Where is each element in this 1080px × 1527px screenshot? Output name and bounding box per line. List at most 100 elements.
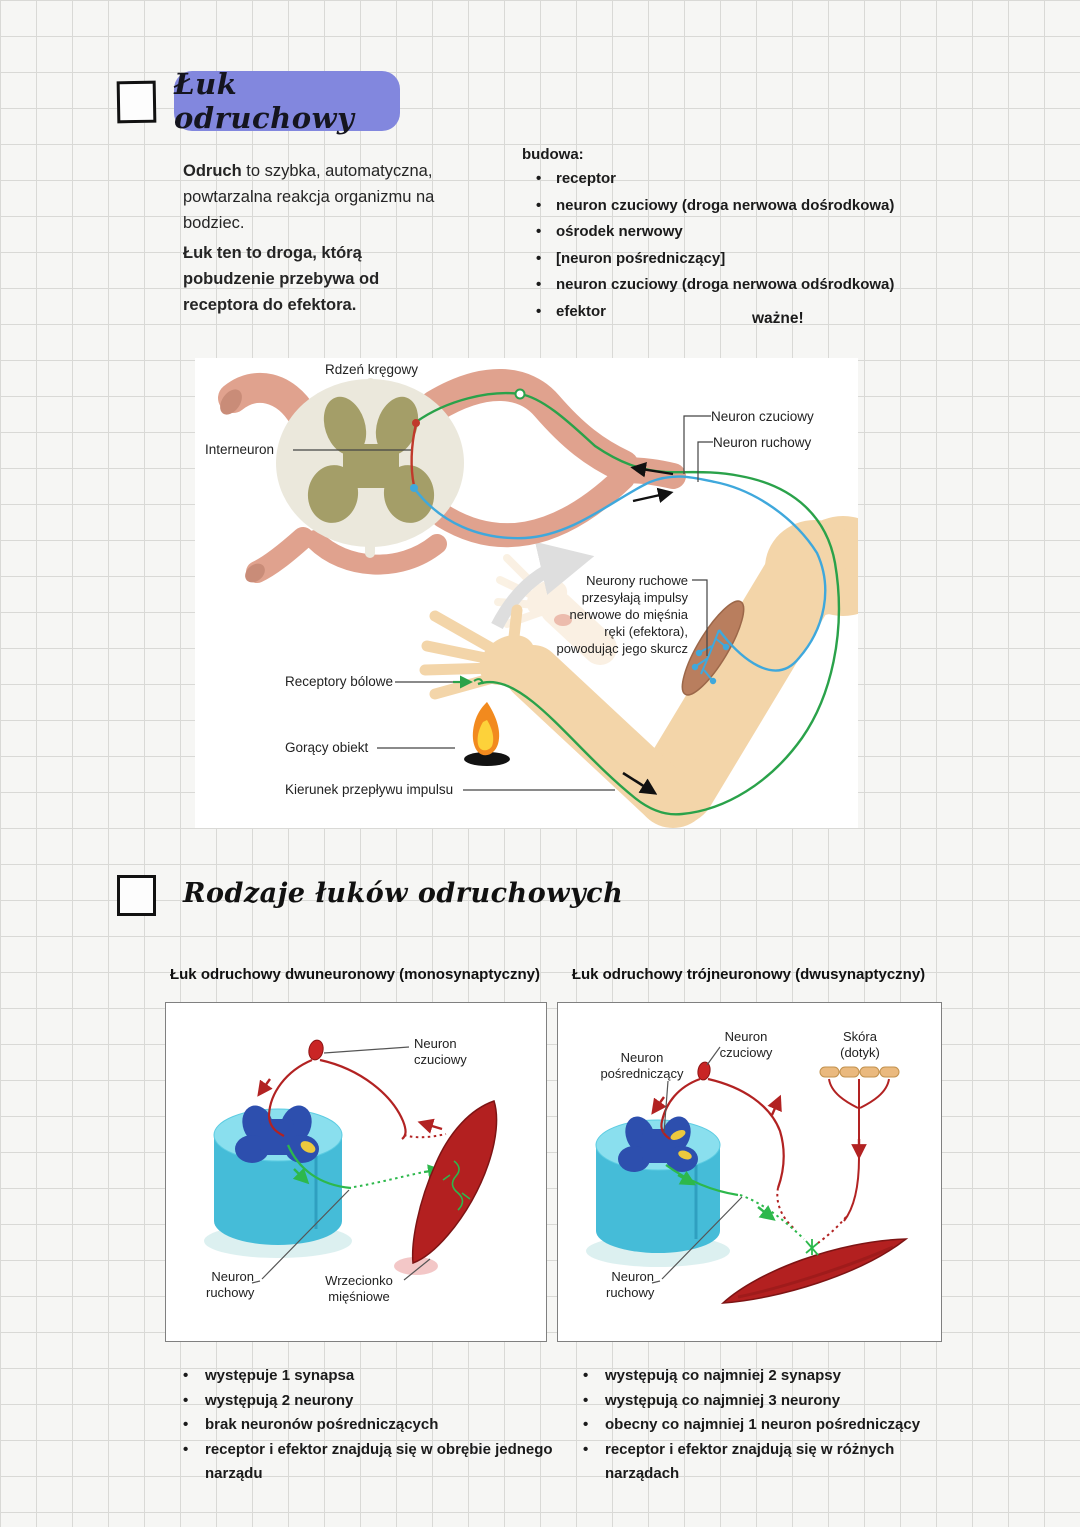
budowa-list: receptor neuron czuciowy (droga nerwowa … bbox=[522, 166, 952, 325]
label-neuron-czuciowy-3: Neuron czuciowy bbox=[719, 1029, 773, 1060]
nerve-root-cut bbox=[245, 563, 265, 583]
label-receptory-bolowe: Receptory bólowe bbox=[285, 674, 394, 689]
budowa-item: receptor bbox=[522, 166, 952, 193]
polysynaptic-artwork bbox=[586, 1046, 909, 1304]
motor-neuron-wire bbox=[413, 475, 827, 672]
reflex-arc-diagram: Rdzeń kręgowy Interneuron Neuron czuciow… bbox=[195, 358, 858, 828]
label-lines bbox=[651, 1046, 743, 1284]
section1-title: Łuk odruchowy bbox=[174, 67, 355, 135]
monosynaptic-artwork bbox=[204, 1039, 498, 1284]
label-neuron-czuciowy: Neuron czuciowy bbox=[711, 409, 814, 424]
gray-matter-butterfly bbox=[618, 1116, 698, 1172]
posterior-sulcus bbox=[367, 378, 374, 394]
sensory-wire-dotted bbox=[403, 1133, 447, 1139]
impulse-arrow-red bbox=[417, 1118, 443, 1134]
label-neuron-ruchowy: Neuron ruchowy bbox=[713, 435, 812, 450]
sensory-wire bbox=[660, 1077, 701, 1140]
reflex-definition-text: to szybka, automatyczna, powtarzalna rea… bbox=[183, 162, 435, 232]
muscle-shade bbox=[737, 1245, 894, 1299]
flame-icon bbox=[464, 702, 510, 766]
muscle bbox=[720, 1238, 909, 1304]
budowa-item: neuron czuciowy (droga nerwowa odśrodkow… bbox=[522, 272, 952, 299]
reflex-arc-artwork bbox=[218, 369, 858, 828]
fact-item: receptor i efektor znajdują się w obrębi… bbox=[178, 1438, 558, 1487]
label-neuron-czuciowy-2: Neuron czuciowy bbox=[414, 1036, 467, 1067]
section2-checkbox[interactable] bbox=[117, 875, 156, 916]
label-rdzen-kregowy: Rdzeń kręgowy bbox=[325, 362, 419, 377]
section1-title-badge: Łuk odruchowy bbox=[174, 67, 400, 135]
anterior-fissure bbox=[365, 504, 375, 558]
pain-receptor bbox=[473, 678, 484, 685]
neuromuscular-junction bbox=[805, 1239, 819, 1256]
label-neuron-posredniczacy: Neuron pośredniczący bbox=[600, 1050, 684, 1081]
motor-end-plates bbox=[691, 629, 730, 685]
fact-item: występują co najmniej 3 neurony bbox=[578, 1389, 968, 1414]
sensory-wire bbox=[707, 1077, 785, 1189]
section1-checkbox[interactable] bbox=[116, 80, 157, 124]
budowa-label: budowa: bbox=[522, 146, 584, 163]
polysynaptic-facts: występują co najmniej 2 synapsy występuj… bbox=[578, 1364, 968, 1487]
sensory-cell-body bbox=[697, 1061, 711, 1081]
fact-item: brak neuronów pośredniczących bbox=[178, 1413, 558, 1438]
sensory-wire-dotted bbox=[776, 1187, 797, 1231]
label-skora: Skóra (dotyk) bbox=[840, 1029, 880, 1060]
motor-wire bbox=[286, 1144, 352, 1190]
synapse-dot bbox=[410, 484, 418, 492]
left-panel-title: Łuk odruchowy dwuneuronowy (monosynaptyc… bbox=[169, 966, 541, 983]
section2-title: Rodzaje łuków odruchowych bbox=[183, 878, 624, 909]
impulse-arrow-green bbox=[677, 1170, 697, 1186]
budowa-item: [neuron pośredniczący] bbox=[522, 246, 952, 273]
label-lines bbox=[293, 415, 713, 791]
impulse-arrow-green bbox=[292, 1167, 310, 1185]
interneuron-yellow bbox=[670, 1130, 686, 1140]
reflex-term: Odruch bbox=[183, 162, 242, 180]
wazne-note: ważne! bbox=[752, 310, 804, 327]
spinal-cord-gray-matter bbox=[307, 396, 435, 523]
biceps-muscle bbox=[681, 600, 745, 696]
label-lines bbox=[251, 1046, 431, 1284]
budowa-block: budowa: receptor neuron czuciowy (droga … bbox=[522, 146, 952, 325]
budowa-item: ośrodek nerwowy bbox=[522, 219, 952, 246]
arc-definition: Łuk ten to droga, którą pobudzenie przeb… bbox=[183, 244, 380, 314]
muscle-spindle-nerve bbox=[442, 1160, 471, 1211]
fact-item: występują 2 neurony bbox=[178, 1389, 558, 1414]
impulse-arrow bbox=[622, 771, 658, 795]
sensory-cell-body bbox=[308, 1039, 324, 1061]
motor-wire-dotted bbox=[353, 1171, 425, 1188]
synapse-dot bbox=[412, 419, 420, 427]
fact-item: receptor i efektor znajdują się w różnyc… bbox=[578, 1438, 968, 1487]
impulse-arrow-green bbox=[757, 1205, 776, 1221]
sensory-cell-body bbox=[514, 388, 526, 400]
label-kierunek-impulsu: Kierunek przepływu impulsu bbox=[285, 782, 454, 797]
reflex-definition: Odruch to szybka, automatyczna, powtarza… bbox=[183, 158, 451, 236]
label-neuron-ruchowy-3: Neuron ruchowy bbox=[606, 1269, 655, 1300]
fact-item: występuje 1 synapsa bbox=[178, 1364, 558, 1389]
label-neurony-ruchowe: Neurony ruchowe przesyłają impulsy nerwo… bbox=[556, 573, 688, 656]
muscle bbox=[411, 1100, 498, 1265]
monosynaptic-facts: występuje 1 synapsa występują 2 neurony … bbox=[178, 1364, 558, 1487]
skin-touch bbox=[819, 1066, 900, 1078]
label-interneuron: Interneuron bbox=[205, 442, 275, 457]
impulse-arrow-red bbox=[651, 1096, 667, 1115]
motion-arrow bbox=[491, 541, 595, 630]
right-panel-title: Łuk odruchowy trójneuronowy (dwusynaptyc… bbox=[571, 966, 926, 983]
impulse-arrow-red bbox=[257, 1078, 273, 1097]
fact-item: obecny co najmniej 1 neuron pośrednicząc… bbox=[578, 1413, 968, 1438]
sensory-neuron-wire bbox=[415, 391, 521, 423]
budowa-item: neuron czuciowy (droga nerwowa dośrodkow… bbox=[522, 193, 952, 220]
impulse-arrow-red bbox=[767, 1094, 782, 1116]
nerve-root-cut bbox=[220, 389, 242, 415]
label-neuron-ruchowy-2: Neuron ruchowy bbox=[206, 1269, 255, 1300]
motor-wire bbox=[665, 1164, 739, 1197]
monosynaptic-diagram: Neuron czuciowy Neuron ruchowy Wrzecionk… bbox=[165, 1002, 547, 1342]
sensory-wire bbox=[267, 1058, 313, 1137]
impulse-arrow bbox=[632, 487, 674, 503]
synapse-yellow bbox=[300, 1141, 316, 1153]
impulse-arrow bbox=[630, 461, 674, 478]
polysynaptic-diagram: Neuron pośredniczący Neuron czuciowy Skó… bbox=[557, 1002, 942, 1342]
interneuron-wire bbox=[410, 423, 418, 487]
label-goracy-obiekt: Gorący obiekt bbox=[285, 740, 369, 755]
fact-item: występują co najmniej 2 synapsy bbox=[578, 1364, 968, 1389]
interneuron-yellow bbox=[678, 1150, 692, 1160]
